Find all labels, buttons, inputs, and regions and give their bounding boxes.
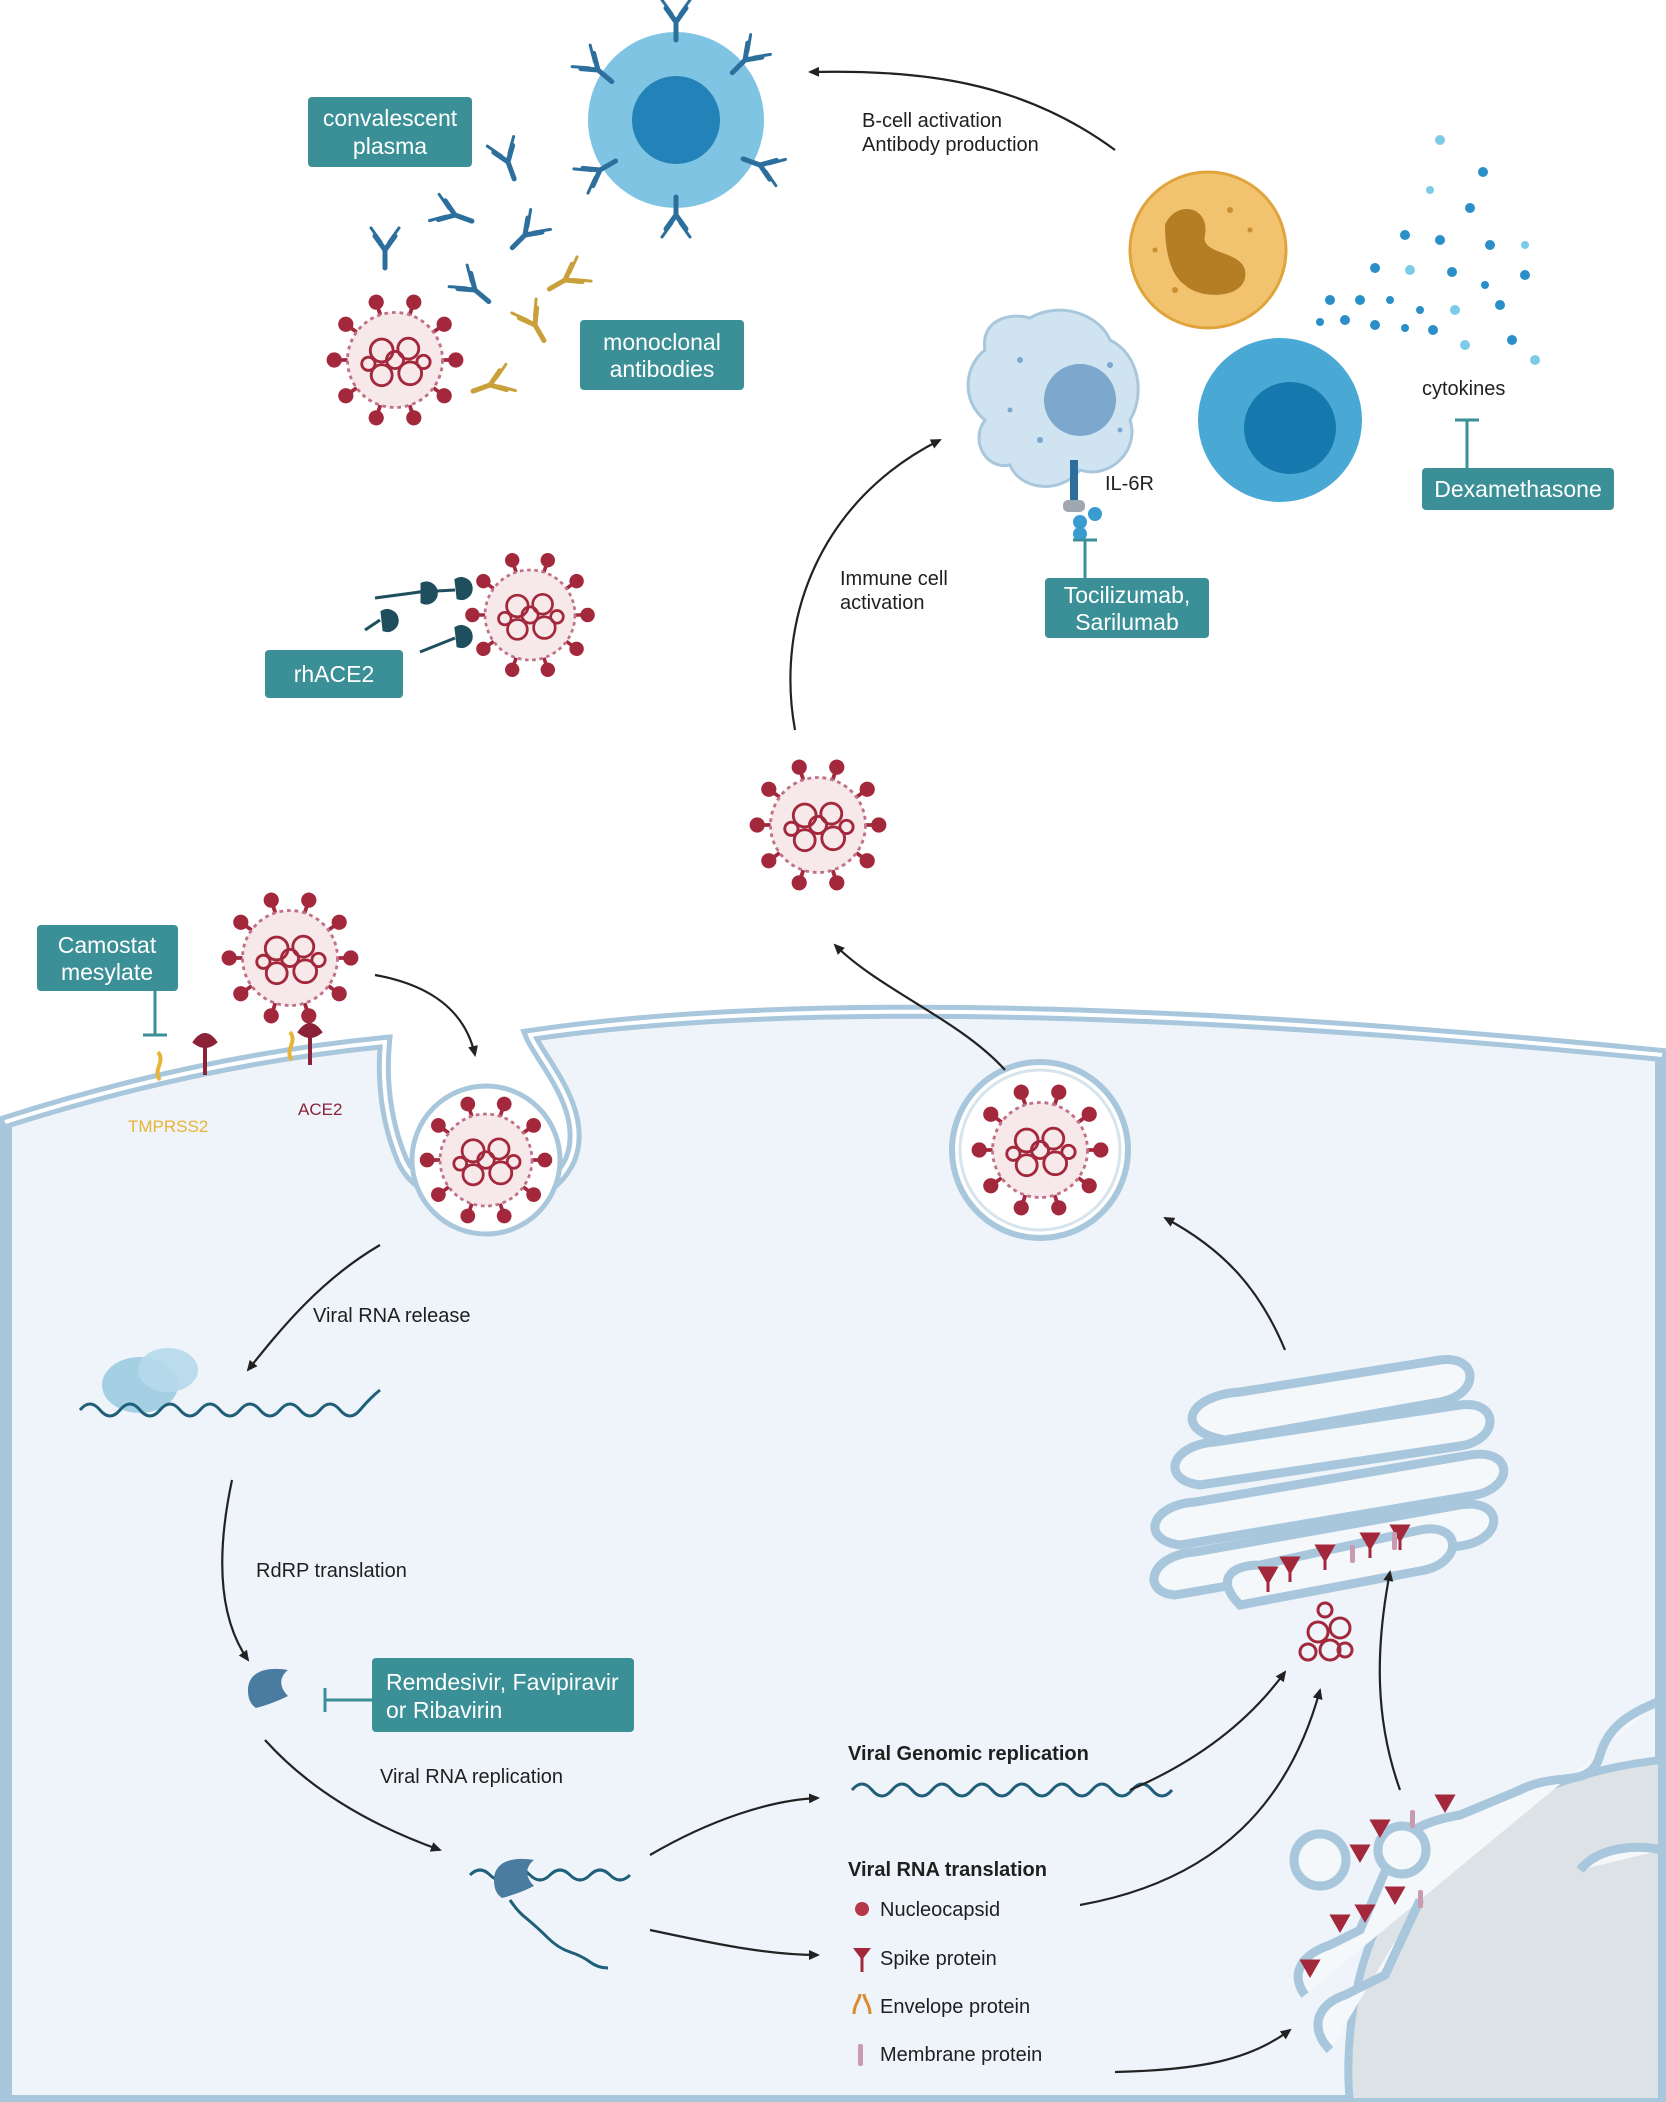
monoclonal-line1: monoclonal	[603, 329, 721, 355]
box-convalescent-plasma: convalescent plasma	[308, 97, 472, 167]
box-dexamethasone: Dexamethasone	[1422, 468, 1614, 510]
lymphocyte	[1198, 338, 1362, 502]
b-cell	[572, 0, 785, 237]
rhace2-molecules	[364, 577, 473, 654]
box-camostat-mesylate: Camostat mesylate	[37, 925, 178, 991]
convalescent-plasma-line1: convalescent	[323, 105, 458, 131]
dexamethasone-label: Dexamethasone	[1434, 476, 1602, 502]
inhibition-bars	[143, 418, 1479, 1712]
convalescent-plasma-line2: plasma	[353, 133, 427, 159]
camostat-line1: Camostat	[58, 932, 157, 958]
macrophage	[966, 308, 1140, 488]
b-cell-activation-label: B-cell activation	[862, 110, 1002, 132]
box-rhace2: rhACE2	[265, 650, 403, 698]
legend-membrane: Membrane protein	[880, 2044, 1042, 2066]
box-tocilizumab-sarilumab: Tocilizumab, Sarilumab	[1045, 578, 1209, 638]
camostat-line2: mesylate	[61, 959, 153, 985]
antibody-production-label: Antibody production	[862, 134, 1039, 156]
virus-entering	[219, 888, 361, 1028]
rhace2-label: rhACE2	[294, 661, 375, 687]
legend-nucleocapsid: Nucleocapsid	[880, 1899, 1000, 1921]
cytokine-dots	[1316, 135, 1540, 365]
viral-genomic-replication-label: Viral Genomic replication	[848, 1743, 1089, 1765]
rdrp-translation-label: RdRP translation	[256, 1560, 407, 1582]
viral-rna-translation-label: Viral RNA translation	[848, 1859, 1047, 1881]
ribosome-unbound	[102, 1348, 198, 1413]
remdesivir-line2: or Ribavirin	[386, 1697, 502, 1723]
cytokines-label: cytokines	[1422, 378, 1505, 400]
il6r-label: IL-6R	[1105, 473, 1154, 495]
tocilizumab-line1: Tocilizumab,	[1064, 582, 1191, 608]
nucleocapsid-icon	[855, 1902, 869, 1916]
activation-label: activation	[840, 592, 925, 614]
virus-released	[747, 755, 889, 895]
virus-rhace2-bound	[463, 549, 597, 681]
tmprss2-receptor	[155, 1030, 295, 1082]
legend-envelope: Envelope protein	[880, 1996, 1030, 2018]
ace2-receptor	[192, 1023, 323, 1075]
spike-icon	[853, 1948, 871, 1972]
golgi-spike-proteins	[1257, 1524, 1456, 1979]
assembled-virus-golgi	[1298, 1601, 1354, 1662]
process-arrows	[221, 66, 1402, 2074]
endoplasmic-reticulum	[1289, 1695, 1664, 2054]
viral-rna-strand	[78, 1388, 381, 1418]
viral-rna-replication-label: Viral RNA replication	[380, 1766, 563, 1788]
il6-receptor	[1063, 460, 1102, 541]
viral-rna-release-label: Viral RNA release	[313, 1305, 470, 1327]
membrane-icon	[858, 2044, 863, 2066]
box-monoclonal-antibodies: monoclonal antibodies	[580, 320, 744, 390]
replication-complex	[468, 1858, 632, 1970]
remdesivir-line1: Remdesivir, Favipiravir	[386, 1669, 619, 1695]
envelope-icon	[852, 1993, 872, 2015]
neutrophil	[1128, 170, 1288, 330]
immune-cell-label: Immune cell	[840, 568, 948, 590]
monoclonal-line2: antibodies	[610, 356, 715, 382]
ace2-label: ACE2	[298, 1100, 342, 1119]
tmprss2-label: TMPRSS2	[128, 1117, 208, 1136]
rdrp-polymerase	[248, 1668, 288, 1708]
genomic-rna-strand	[850, 1782, 1174, 1798]
box-remdesivir-favipiravir-ribavirin: Remdesivir, Favipiravir or Ribavirin	[372, 1658, 634, 1732]
virus-antibody-neutralized	[324, 290, 466, 430]
protein-legend: Nucleocapsid Spike protein Envelope prot…	[852, 1899, 1042, 2066]
legend-spike: Spike protein	[880, 1948, 997, 1970]
tocilizumab-line2: Sarilumab	[1075, 609, 1179, 635]
